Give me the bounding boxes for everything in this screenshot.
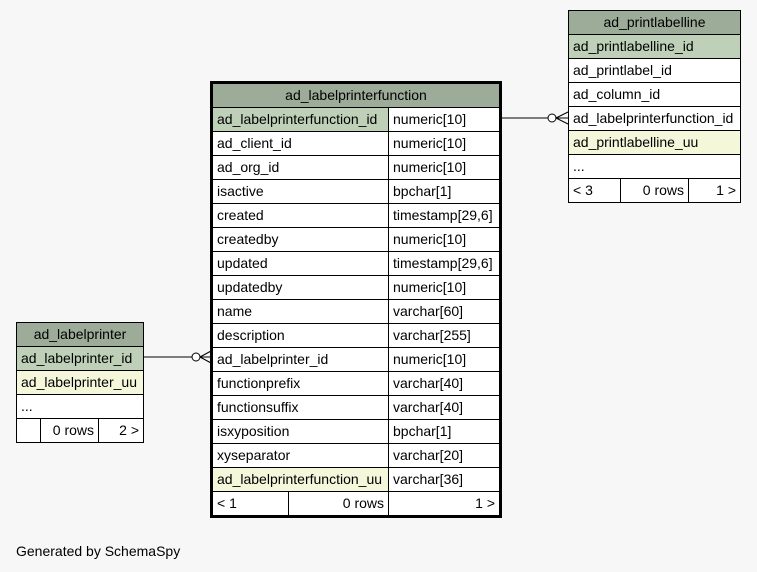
table-row[interactable]: ad_printlabel_id	[568, 58, 741, 83]
table-ad-labelprinterfunction[interactable]: ad_labelprinterfunction ad_labelprinterf…	[210, 81, 502, 518]
column-name[interactable]: functionsuffix	[211, 395, 389, 420]
column-name[interactable]: functionprefix	[211, 371, 389, 396]
column-name[interactable]: xyseparator	[211, 443, 389, 468]
column-type: bpchar[1]	[388, 179, 501, 204]
crowfoot-marker	[199, 356, 212, 364]
column-type: numeric[10]	[388, 155, 501, 180]
column-name[interactable]: isxyposition	[211, 419, 389, 444]
column-name[interactable]: ad_printlabelline_uu	[568, 130, 741, 155]
optional-marker	[547, 113, 557, 123]
column-name[interactable]: ad_labelprinterfunction_id	[211, 107, 389, 132]
column-name[interactable]: created	[211, 203, 389, 228]
table-title[interactable]: ad_labelprinter	[16, 322, 144, 347]
column-name[interactable]: ad_client_id	[211, 131, 389, 156]
footer-children[interactable]: 2 >	[98, 418, 144, 443]
column-type: numeric[10]	[388, 131, 501, 156]
crowfoot-marker	[555, 111, 569, 119]
footer-rows: 0 rows	[287, 491, 390, 517]
table-title[interactable]: ad_labelprinterfunction	[211, 82, 501, 108]
column-type: numeric[10]	[388, 275, 501, 300]
footer-rows: 0 rows	[40, 418, 99, 443]
column-type: varchar[255]	[388, 323, 501, 348]
table-row[interactable]: ad_labelprinter_id	[16, 346, 144, 371]
column-type: numeric[10]	[388, 107, 501, 132]
footer-rows: 0 rows	[620, 178, 689, 203]
table-row[interactable]: ad_labelprinter_uu	[16, 370, 144, 395]
column-name[interactable]: ad_labelprinter_id	[211, 347, 389, 372]
footer-children[interactable]: 1 >	[388, 491, 501, 517]
column-name[interactable]: ad_org_id	[211, 155, 389, 180]
column-type: varchar[36]	[388, 467, 501, 492]
column-type: numeric[10]	[388, 347, 501, 372]
column-name[interactable]: ad_labelprinter_id	[16, 346, 144, 371]
table-row[interactable]: ...	[568, 154, 741, 179]
column-name[interactable]: ad_printlabelline_id	[568, 34, 741, 59]
column-name[interactable]: ad_column_id	[568, 82, 741, 107]
table-row[interactable]: ad_printlabelline_id	[568, 34, 741, 59]
table-row[interactable]: ad_printlabelline_uu	[568, 130, 741, 155]
column-type: timestamp[29,6]	[388, 203, 501, 228]
column-name[interactable]: ad_printlabel_id	[568, 58, 741, 83]
table-row[interactable]: ad_column_id	[568, 82, 741, 107]
crowfoot-marker	[199, 350, 212, 358]
footer-children[interactable]: 1 >	[688, 178, 741, 203]
generated-by-label: Generated by SchemaSpy	[16, 543, 181, 559]
column-name[interactable]: ...	[16, 394, 144, 419]
column-name[interactable]: updatedby	[211, 275, 389, 300]
table-row[interactable]: ad_labelprinterfunction_id	[568, 106, 741, 131]
column-type: varchar[20]	[388, 443, 501, 468]
column-name[interactable]: name	[211, 299, 389, 324]
table-row[interactable]: ...	[16, 394, 144, 419]
crowfoot-marker	[555, 117, 569, 125]
column-name[interactable]: updated	[211, 251, 389, 276]
column-name[interactable]: ...	[568, 154, 741, 179]
column-name[interactable]: ad_labelprinter_uu	[16, 370, 144, 395]
column-name[interactable]: ad_labelprinterfunction_id	[568, 106, 741, 131]
column-type: numeric[10]	[388, 227, 501, 252]
column-type: varchar[40]	[388, 395, 501, 420]
footer-parents[interactable]: < 1	[211, 491, 289, 517]
column-name[interactable]: ad_labelprinterfunction_uu	[211, 467, 389, 492]
column-type: varchar[40]	[388, 371, 501, 396]
optional-marker	[191, 352, 201, 362]
column-name[interactable]: description	[211, 323, 389, 348]
column-type: bpchar[1]	[388, 419, 501, 444]
column-name[interactable]: isactive	[211, 179, 389, 204]
column-type: timestamp[29,6]	[388, 251, 501, 276]
footer-parents[interactable]: < 3	[568, 178, 621, 203]
table-title[interactable]: ad_printlabelline	[568, 10, 741, 35]
column-type: varchar[60]	[388, 299, 501, 324]
column-name[interactable]: createdby	[211, 227, 389, 252]
footer-parents	[16, 418, 41, 443]
